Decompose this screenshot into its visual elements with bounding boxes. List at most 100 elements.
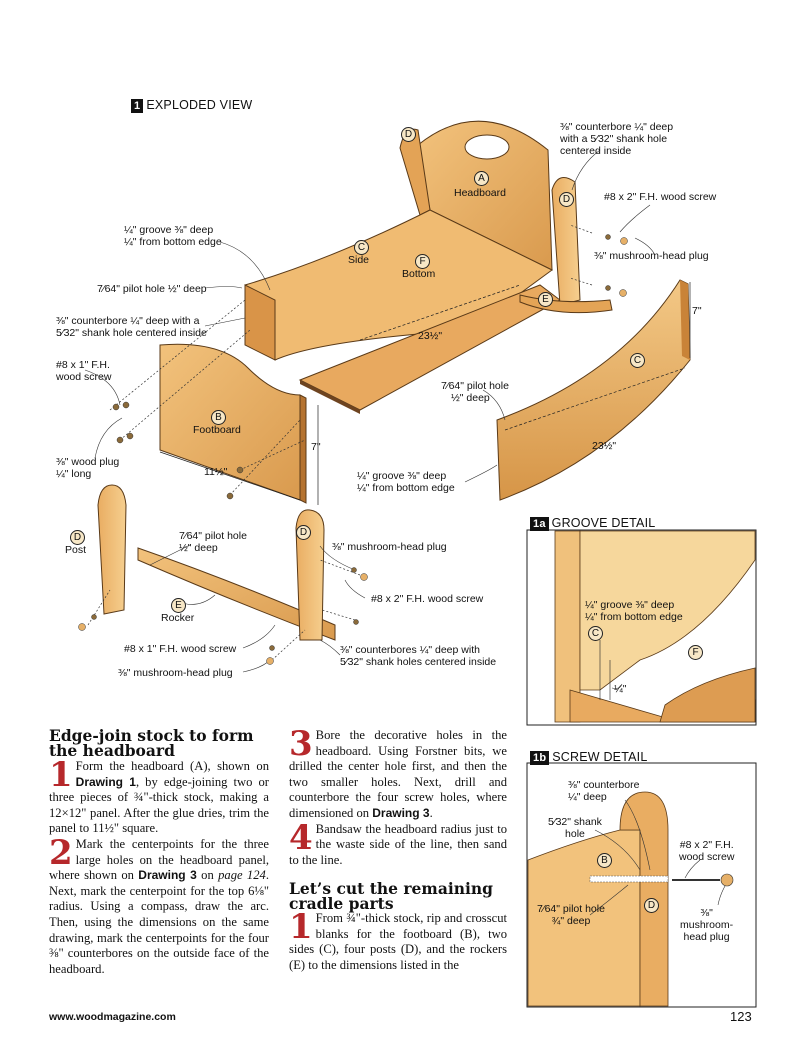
fig1a-title-text: GROOVE DETAIL [551,516,656,530]
step2-text-c: . Next, mark the centerpoint for the top… [49,868,269,976]
step2-text-a: Mark the centerpoints for the three larg… [49,836,269,883]
callout-plug-rocker: ⅜" mushroom-head plug [118,667,233,679]
callout-groove: ¼" groove ⅜" deep ¼" from bottom edge [124,224,222,248]
fig1a-number: 1a [530,517,549,531]
fig1b-label-b: B [597,853,612,868]
step2-text-b: on [196,868,219,883]
step1-text-b: , by edge-joining two or three pieces of… [49,774,269,836]
label-e-right: E [538,292,553,307]
step3-ref: Drawing 3 [372,805,430,820]
fig1b-shank-l1: 5⁄32" shank [548,816,602,828]
callout-pilot-post-l2: ½" deep [179,542,218,554]
dim-23-half-side: 23½" [592,440,617,452]
fig1-title-text: EXPLODED VIEW [146,98,253,112]
fig1b-plug-l3: head plug [683,931,730,943]
step2-page-ref: page 124 [218,868,266,883]
step4-text-a: Bandsaw the headboard radius just to the… [289,821,507,867]
callout-screw-1in-rocker: #8 x 1" F.H. wood screw [124,643,237,655]
step1-ref: Drawing 1 [75,774,136,789]
fig1a-dim: ¼" [614,683,627,695]
fig1b-shank: 5⁄32" shank hole [548,816,602,840]
fig1b-cb-l1: ⅜" counterbore [568,779,640,791]
callout-screw-1in-l2: wood screw [56,371,112,383]
label-rocker: Rocker [161,612,195,624]
callout-screw-2in-post: #8 x 2" F.H. wood screw [371,593,484,605]
label-b: B [211,410,226,425]
footboard-shape [159,343,301,501]
callout-pilot-post-l1: 7⁄64" pilot hole [179,530,247,542]
callout-pilot-post: 7⁄64" pilot hole ½" deep [179,530,247,554]
callout-screw-1in-l1: #8 x 1" F.H. [56,359,110,371]
fig1a-label-f: F [688,645,703,660]
fig1-number: 1 [131,99,144,113]
fig1b-plug-l2: mushroom- [680,919,734,931]
dim-7-right: 7" [692,305,702,317]
fig1b-title-text: SCREW DETAIL [552,750,648,764]
step3-text-a: Bore the decorative holes in the headboa… [289,728,507,820]
label-post: Post [65,544,87,556]
fig1b-pilot-l2: ¾" deep [551,915,591,927]
step2-ref: Drawing 3 [138,868,197,883]
fig1b-plug-l1: ⅜" [700,907,713,919]
fig1a-groove-l1: ¼" groove ⅜" deep [585,599,675,611]
fig1b-screw: #8 x 2" F.H. wood screw [679,839,734,863]
step3-dropcap: 3 [289,724,313,764]
fig1b-screw-l1: #8 x 2" F.H. [679,839,734,851]
callout-counterbore-top: ⅜" counterbore ¼" deep with a 5⁄32" shan… [560,121,673,157]
fig1a-groove-l2: ¼" from bottom edge [585,611,683,623]
fig1b-pilot-l1: 7⁄64" pilot hole [537,903,605,915]
headboard-shape [417,120,553,271]
callout-cb-rocker-l2: 5⁄32" shank holes centered inside [340,656,497,668]
callout-groove-l2: ¼" from bottom edge [124,236,222,248]
label-f: F [415,254,430,269]
label-d-top: D [401,127,416,142]
heading-remaining-parts: Let’s cut the remaining cradle parts [289,879,494,913]
post-right-shape [295,509,325,641]
callout-groove-side-l2: ¼" from bottom edge [357,482,455,494]
step1-dropcap: 1 [49,755,73,795]
callout-cb-left-l1: ⅜" counterbore ¼" deep with a [56,315,200,327]
callout-screw-1in: #8 x 1" F.H. wood screw [56,359,111,383]
label-footboard: Footboard [193,424,241,436]
label-headboard: Headboard [454,187,506,199]
fig1a-groove-callout: ¼" groove ⅜" deep ¼" from bottom edge [585,599,683,623]
callout-cb-left-l2: 5⁄32" shank hole centered inside [56,327,207,339]
label-c-side: C [354,240,369,255]
fig1a-label-c: C [588,626,603,641]
label-d-post: D [70,530,85,545]
callout-cb-rocker: ⅜" counterbores ¼" deep with 5⁄32" shank… [340,644,496,668]
callout-pilot-mid-l2: ½" deep [451,392,490,404]
step3-text-b: . [429,805,433,820]
dim-7-left: 7" [311,441,321,453]
label-c-right: C [630,353,645,368]
callout-plug-post: ⅜" mushroom-head plug [332,541,447,553]
label-d-post2: D [296,525,311,540]
callout-pilot-mid: 7⁄64" pilot hole ½" deep [441,380,509,404]
label-d-right: D [559,192,574,207]
callout-cb-left: ⅜" counterbore ¼" deep with a 5⁄32" shan… [56,315,207,339]
callout-cb-top-l1: ⅜" counterbore ¼" deep [560,121,674,133]
callout-wood-plug: ⅜" wood plug ¼" long [56,456,119,480]
step5-dropcap: 1 [289,907,313,947]
label-side: Side [348,254,370,266]
fig1b-pilot: 7⁄64" pilot hole ¾" deep [537,903,605,927]
fig1b-screw-l2: wood screw [679,851,735,863]
callout-cb-top-l3: centered inside [560,145,632,157]
callout-screw-2in-top: #8 x 2" F.H. wood screw [604,191,717,203]
callout-wood-plug-l2: ¼" long [56,468,92,480]
fig1b-plug: ⅜" mushroom- head plug [680,907,733,943]
callout-cb-top-l2: with a 5⁄32" shank hole [560,133,668,145]
callout-groove-side: ¼" groove ⅜" deep ¼" from bottom edge [357,470,455,494]
step2-dropcap: 2 [49,832,73,873]
